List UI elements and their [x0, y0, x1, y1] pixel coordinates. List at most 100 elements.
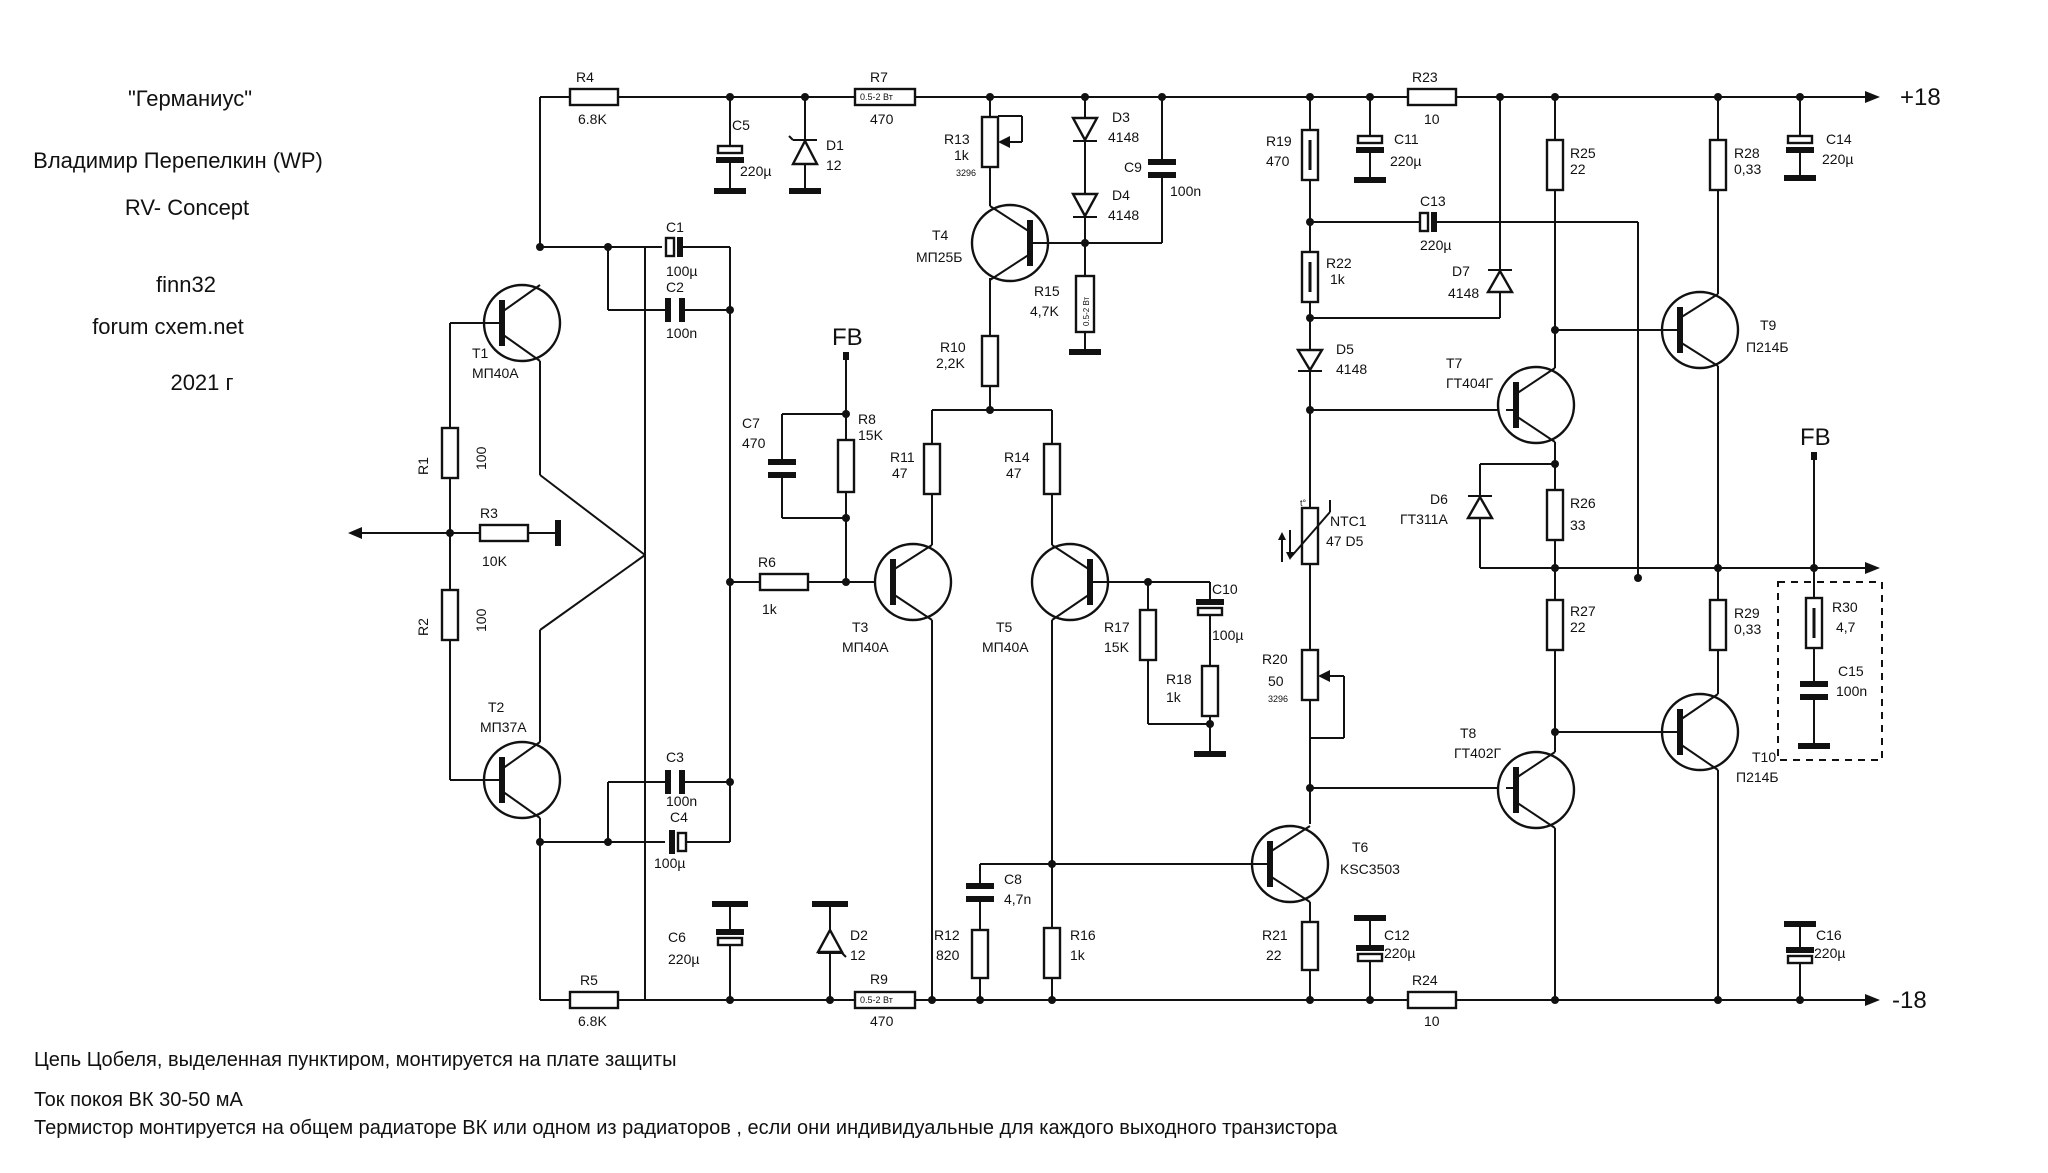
- year: 2021 г: [170, 370, 233, 395]
- R25-ref: R25: [1570, 145, 1596, 161]
- T9-value: П214Б: [1746, 339, 1789, 355]
- R5-value: 6.8K: [578, 1013, 607, 1029]
- R24-value: 10: [1424, 1013, 1440, 1029]
- differential-stage: FB C7 470 R8 15K R6 1k T3 МП40А: [726, 278, 1250, 1004]
- R13-ref: R13: [944, 131, 970, 147]
- R16-ref: R16: [1070, 927, 1096, 943]
- C7-ref: C7: [742, 415, 760, 431]
- C13-value: 220µ: [1420, 237, 1451, 253]
- C16-value: 220µ: [1814, 945, 1845, 961]
- R8-value: 15K: [858, 427, 884, 443]
- R8-ref: R8: [858, 411, 876, 427]
- R14-value: 47: [1006, 465, 1022, 481]
- D4-value: 4148: [1108, 207, 1139, 223]
- zobel-network: R30 4,7 C15 100n: [1777, 568, 1883, 761]
- T10-value: П214Б: [1736, 769, 1779, 785]
- NTC1-ref: NTC1: [1330, 513, 1367, 529]
- resistor-R25: [1545, 138, 1565, 192]
- T2-value: МП37А: [480, 719, 527, 735]
- diode-D7: [1485, 268, 1515, 294]
- C4-ref: C4: [670, 809, 688, 825]
- D6-ref: D6: [1430, 491, 1448, 507]
- D2-value: 12: [850, 947, 866, 963]
- C8-value: 4,7n: [1004, 891, 1031, 907]
- R15-note: 0.5-2 Вт: [1082, 296, 1091, 326]
- resistor-R10: [980, 334, 1000, 388]
- rail-positive-label: +18: [1900, 84, 1941, 111]
- D5-ref: D5: [1336, 341, 1354, 357]
- R21-value: 22: [1266, 947, 1282, 963]
- R26-value: 33: [1570, 517, 1586, 533]
- resistor-R23: [1406, 87, 1458, 107]
- C15-ref: C15: [1838, 663, 1864, 679]
- C14-value: 220µ: [1822, 151, 1853, 167]
- C11-ref: C11: [1394, 131, 1419, 147]
- R18-ref: R18: [1166, 671, 1192, 687]
- input-stage: R4 6.8K T1 МП40А T2 МП37А R1 100 R: [348, 69, 734, 1029]
- R7-value: 470: [870, 111, 894, 127]
- C14-ref: C14: [1826, 131, 1852, 147]
- driver-stage: R19 470 R22 1k C11 220µ C13 220µ: [1250, 69, 1642, 1029]
- C10-value: 100µ: [1212, 627, 1243, 643]
- resistor-R8: [836, 438, 856, 494]
- zener-D1: [791, 138, 819, 166]
- C7-value: 470: [742, 435, 766, 451]
- R4-ref: R4: [576, 69, 594, 85]
- author: Владимир Перепелкин (WP): [33, 148, 323, 173]
- C2-ref: C2: [666, 279, 684, 295]
- capacitor-C11: [1356, 134, 1384, 145]
- resistor-R18: [1200, 664, 1220, 718]
- C11-value: 220µ: [1390, 153, 1421, 169]
- transistor-T8: [1496, 750, 1576, 830]
- R29-ref: R29: [1734, 605, 1760, 621]
- D1-value: 12: [826, 157, 842, 173]
- capacitor-C13: [1418, 211, 1430, 233]
- T3-ref: T3: [852, 619, 869, 635]
- diode-D6: [1465, 494, 1495, 520]
- D4-ref: D4: [1112, 187, 1130, 203]
- notes: Цепь Цобеля, выделенная пунктиром, монти…: [34, 1049, 1338, 1139]
- note-zobel: Цепь Цобеля, выделенная пунктиром, монти…: [34, 1049, 676, 1071]
- R7-note: 0.5-2 Вт: [860, 92, 893, 102]
- resistor-R14: [1042, 442, 1062, 496]
- capacitor-C14: [1786, 134, 1814, 145]
- C5-ref: C5: [732, 117, 750, 133]
- C9-ref: C9: [1124, 159, 1142, 175]
- output-stage: R25 22 T7 ГТ404Г D6 ГТ311А R26 33: [1400, 93, 1880, 1004]
- concept: RV- Concept: [125, 195, 249, 220]
- capacitor-C16: [1786, 954, 1814, 965]
- C9-value: 100n: [1170, 183, 1201, 199]
- C6-value: 220µ: [668, 951, 699, 967]
- C6-ref: C6: [668, 929, 686, 945]
- R26-ref: R26: [1570, 495, 1596, 511]
- rails: +18 -18: [540, 84, 1941, 1014]
- resistor-R28: [1708, 138, 1728, 192]
- D1-ref: D1: [826, 137, 844, 153]
- R25-value: 22: [1570, 161, 1586, 177]
- resistor-R3: [478, 523, 530, 543]
- R2-value: 100: [473, 608, 489, 632]
- C4-value: 100µ: [654, 855, 685, 871]
- R24-ref: R24: [1412, 972, 1438, 988]
- supply-filters: C5 220µ D1 12 C6 220µ D2 12: [668, 93, 868, 1004]
- diode-D4: [1070, 192, 1100, 219]
- C1-value: 100µ: [666, 263, 697, 279]
- R12-value: 820: [936, 947, 960, 963]
- R23-value: 10: [1424, 111, 1440, 127]
- resistor-R2: [440, 588, 460, 642]
- R17-ref: R17: [1104, 619, 1130, 635]
- resistor-R6: [758, 572, 810, 592]
- R27-value: 22: [1570, 619, 1586, 635]
- T4-value: МП25Б: [916, 249, 962, 265]
- R9-note: 0.5-2 Вт: [860, 995, 893, 1005]
- R6-value: 1k: [762, 601, 778, 617]
- R16-value: 1k: [1070, 947, 1086, 963]
- C13-ref: C13: [1420, 193, 1446, 209]
- R17-value: 15K: [1104, 639, 1130, 655]
- R14-ref: R14: [1004, 449, 1030, 465]
- resistor-R4: [568, 87, 620, 107]
- T7-ref: T7: [1446, 355, 1463, 371]
- R6-ref: R6: [758, 554, 776, 570]
- NTC1-note: t°: [1300, 498, 1307, 508]
